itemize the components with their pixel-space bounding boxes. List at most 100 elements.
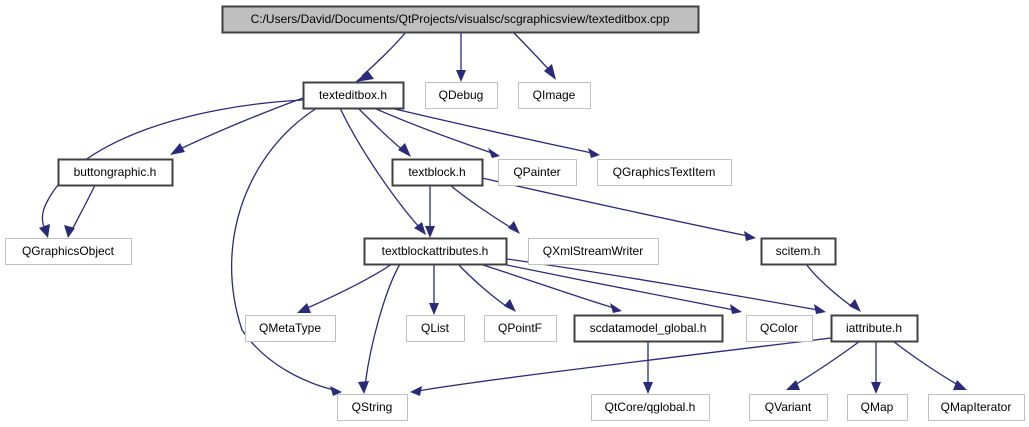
graph-edge-textblockattributes-to-qcolor <box>491 261 735 311</box>
node-box[interactable] <box>498 159 577 186</box>
node-box[interactable] <box>337 394 408 421</box>
node-box[interactable] <box>302 81 405 110</box>
arrowhead-icon <box>588 148 600 158</box>
graph-node-textblock[interactable]: textblock.h <box>391 158 484 187</box>
node-label: scdatamodel_global.h <box>590 321 707 335</box>
arrowhead-icon <box>730 304 742 314</box>
graph-node-texteditbox[interactable]: texteditbox.h <box>302 81 405 110</box>
node-box[interactable] <box>425 82 498 109</box>
node-box[interactable] <box>760 237 837 266</box>
graph-node-qcolor[interactable]: QColor <box>746 315 813 342</box>
graph-edge-iattribute-to-qstring <box>417 337 832 392</box>
node-box[interactable] <box>363 237 508 266</box>
node-box[interactable] <box>847 394 908 421</box>
graph-nodes: C:/Users/David/Documents/QtProjects/visu… <box>5 5 1025 421</box>
graph-node-qmap[interactable]: QMap <box>847 394 908 421</box>
node-box[interactable] <box>406 315 465 342</box>
graph-edge-root-to-qimage <box>512 31 552 73</box>
node-box[interactable] <box>5 238 132 265</box>
node-box[interactable] <box>830 314 919 343</box>
graph-node-qdebug[interactable]: QDebug <box>425 82 498 109</box>
node-label: QColor <box>760 321 798 335</box>
arrowhead-icon <box>39 224 50 238</box>
graph-edge-textblockattributes-to-scdatamodel_global <box>479 263 615 309</box>
node-box[interactable] <box>245 315 336 342</box>
graph-node-scitem[interactable]: scitem.h <box>760 237 837 266</box>
graph-node-qtcoreqglobal[interactable]: QtCore/qglobal.h <box>591 394 710 421</box>
graph-node-buttongraphic[interactable]: buttongraphic.h <box>57 158 174 187</box>
node-label: textblock.h <box>408 165 465 179</box>
graph-node-qgraphicsobject[interactable]: QGraphicsObject <box>5 238 132 265</box>
node-label: QMapIterator <box>941 400 1012 414</box>
node-label: QtCore/qglobal.h <box>605 400 696 414</box>
graph-node-qstring[interactable]: QString <box>337 394 408 421</box>
arrowhead-icon <box>643 382 653 394</box>
node-box[interactable] <box>746 315 813 342</box>
graph-node-qvariant[interactable]: QVariant <box>749 394 828 421</box>
node-label: textblockattributes.h <box>382 244 489 258</box>
arrowhead-icon <box>410 386 422 396</box>
graph-edge-iattribute-to-qvariant <box>792 340 861 387</box>
graph-node-qmetatype[interactable]: QMetaType <box>245 315 336 342</box>
node-box[interactable] <box>573 314 724 343</box>
node-box[interactable] <box>518 82 591 109</box>
graph-edge-texteditbox-to-qstring <box>230 107 335 391</box>
graph-edge-texteditbox-to-qpainter <box>373 107 493 154</box>
graph-node-qmapiterator[interactable]: QMapIterator <box>928 394 1025 421</box>
arrowhead-icon <box>544 64 556 80</box>
arrowhead-icon <box>398 143 411 157</box>
node-label: iattribute.h <box>846 321 902 335</box>
graph-node-textblockattributes[interactable]: textblockattributes.h <box>363 237 508 266</box>
node-label: QPainter <box>513 165 560 179</box>
graph-edge-texteditbox-to-textblock <box>357 107 405 152</box>
node-box[interactable] <box>749 394 828 421</box>
node-box[interactable] <box>391 158 484 187</box>
arrowhead-icon <box>953 380 967 390</box>
graph-edge-textblockattributes-to-qmetatype <box>304 263 393 310</box>
node-box[interactable] <box>528 238 659 265</box>
graph-edge-textblock-to-scitem <box>481 177 749 237</box>
graph-node-root[interactable]: C:/Users/David/Documents/QtProjects/visu… <box>221 5 700 34</box>
graph-node-qpointf[interactable]: QPointF <box>484 315 557 342</box>
graph-edges <box>39 31 967 396</box>
node-label: QGraphicsObject <box>22 244 115 258</box>
node-label: QPointF <box>498 321 542 335</box>
arrowhead-icon <box>508 221 520 234</box>
arrowhead-icon <box>330 386 342 396</box>
arrowhead-icon <box>170 143 185 155</box>
arrowhead-icon <box>355 71 374 82</box>
arrowhead-icon <box>456 70 466 82</box>
graph-node-qxmlstreamwriter[interactable]: QXmlStreamWriter <box>528 238 659 265</box>
graph-edge-texteditbox-to-buttongraphic <box>177 97 304 151</box>
arrowhead-icon <box>814 304 826 314</box>
arrowhead-icon <box>425 226 435 238</box>
arrowhead-icon <box>414 222 426 235</box>
graph-node-qlist[interactable]: QList <box>406 315 465 342</box>
graph-node-qpainter[interactable]: QPainter <box>498 159 577 186</box>
arrowhead-icon <box>871 382 881 394</box>
graph-edge-textblockattributes-to-qstring <box>364 263 401 387</box>
node-label: scitem.h <box>776 244 821 258</box>
node-label: QList <box>421 321 450 335</box>
node-label: buttongraphic.h <box>74 165 157 179</box>
graph-node-iattribute[interactable]: iattribute.h <box>830 314 919 343</box>
graph-node-scdatamodel_global[interactable]: scdatamodel_global.h <box>573 314 724 343</box>
node-label: QImage <box>533 88 576 102</box>
graph-edge-buttongraphic-to-qgraphicsobject <box>71 184 96 231</box>
node-box[interactable] <box>928 394 1025 421</box>
graph-node-qgraphicstextitem[interactable]: QGraphicsTextItem <box>597 159 732 186</box>
graph-edge-root-to-texteditbox <box>361 31 407 77</box>
node-box[interactable] <box>484 315 557 342</box>
node-box[interactable] <box>221 5 700 34</box>
arrowhead-icon <box>64 225 75 238</box>
graph-node-qimage[interactable]: QImage <box>518 82 591 109</box>
node-label: QVariant <box>765 400 812 414</box>
node-box[interactable] <box>591 394 710 421</box>
node-label: QMetaType <box>259 321 321 335</box>
node-box[interactable] <box>597 159 732 186</box>
arrowhead-icon <box>488 148 500 158</box>
graph-edge-textblockattributes-to-qpointf <box>457 263 510 309</box>
node-box[interactable] <box>57 158 174 187</box>
